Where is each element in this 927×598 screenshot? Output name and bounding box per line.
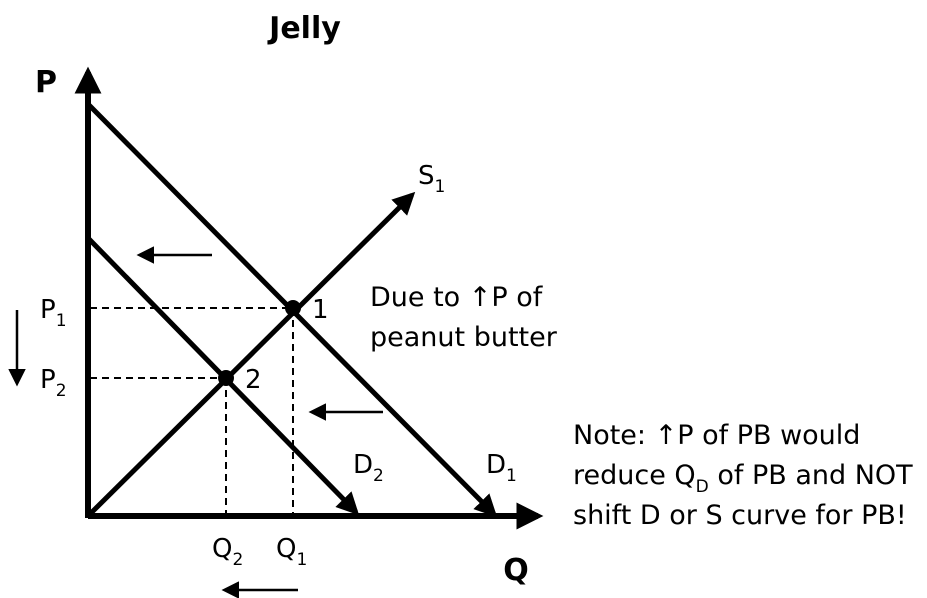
quantity-label-q2: Q2	[212, 534, 243, 570]
quantity-label-q1: Q1	[276, 534, 307, 570]
x-axis-label: Q	[503, 553, 529, 588]
curve-label-d2: D2	[353, 450, 384, 486]
price-label-p1: P1	[40, 295, 67, 331]
curve-label-d1: D1	[486, 450, 517, 486]
note-line-3: shift D or S curve for PB!	[573, 500, 907, 531]
chart-title: Jelly	[267, 11, 341, 46]
note-line-2: reduce QD of PB and NOT	[573, 460, 913, 497]
price-label-p2: P2	[40, 365, 67, 401]
point-label-1: 1	[312, 295, 329, 325]
annotation-line-2: peanut butter	[370, 322, 558, 353]
note-line-1: Note: ↑P of PB would	[573, 420, 860, 451]
guide-lines	[90, 307, 294, 514]
up-arrow-icon: ↑	[469, 282, 492, 313]
curve-label-s1: S1	[418, 161, 445, 197]
y-axis-label: P	[35, 65, 57, 100]
equilibrium-point-2	[218, 370, 234, 386]
supply-curve-s1	[86, 191, 416, 518]
annotation-line-1: Due to ↑P of	[370, 282, 544, 313]
point-label-2: 2	[245, 365, 262, 395]
equilibrium-point-1	[285, 300, 301, 316]
